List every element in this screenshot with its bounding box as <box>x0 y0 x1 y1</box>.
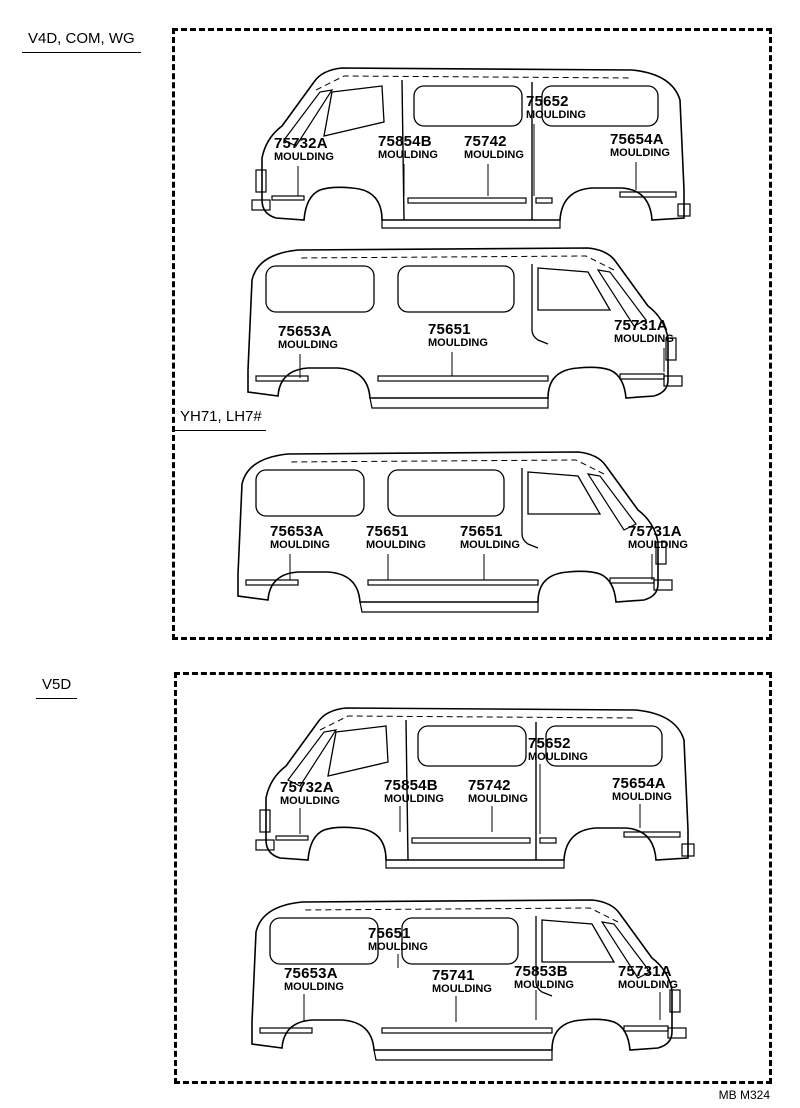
part-name: MOULDING <box>366 539 426 551</box>
part-name: MOULDING <box>614 333 674 345</box>
part-name: MOULDING <box>428 337 488 349</box>
callout: 75854B MOULDING <box>378 134 438 161</box>
callout: 75742 MOULDING <box>464 134 524 161</box>
callout: 75653A MOULDING <box>284 966 344 993</box>
part-number: 75654A <box>610 131 664 148</box>
group-box-v5d <box>174 672 772 1084</box>
callout: 75654A MOULDING <box>610 132 670 159</box>
callout: 75731A MOULDING <box>618 964 678 991</box>
part-number: 75731A <box>628 523 682 540</box>
callout: 75731A MOULDING <box>614 318 674 345</box>
callout: 75742 MOULDING <box>468 778 528 805</box>
part-name: MOULDING <box>528 751 588 763</box>
part-name: MOULDING <box>274 151 334 163</box>
part-number: 75854B <box>378 133 432 150</box>
group-label-text: V4D, COM, WG <box>28 30 135 47</box>
callout: 75652 MOULDING <box>526 94 586 121</box>
group-label-v4d: V4D, COM, WG <box>22 30 141 53</box>
part-name: MOULDING <box>284 981 344 993</box>
part-name: MOULDING <box>612 791 672 803</box>
part-name: MOULDING <box>526 109 586 121</box>
part-name: MOULDING <box>618 979 678 991</box>
part-number: 75742 <box>468 777 511 794</box>
callout: 75653A MOULDING <box>278 324 338 351</box>
part-name: MOULDING <box>464 149 524 161</box>
part-name: MOULDING <box>384 793 444 805</box>
callout: 75732A MOULDING <box>274 136 334 163</box>
part-number: 75742 <box>464 133 507 150</box>
part-name: MOULDING <box>514 979 574 991</box>
callout: 75651 MOULDING <box>366 524 426 551</box>
callout: 75853B MOULDING <box>514 964 574 991</box>
callout: 75854B MOULDING <box>384 778 444 805</box>
group-label-underline <box>22 52 141 53</box>
callout: 75651 MOULDING <box>368 926 428 953</box>
part-number: 75651 <box>368 925 411 942</box>
callout: 75651 MOULDING <box>460 524 520 551</box>
part-number: 75654A <box>612 775 666 792</box>
group-label-underline <box>36 698 78 699</box>
callout: 75731A MOULDING <box>628 524 688 551</box>
part-number: 75853B <box>514 963 568 980</box>
part-number: 75653A <box>278 323 332 340</box>
leader-lines <box>289 124 665 1022</box>
part-number: 75652 <box>528 735 571 752</box>
group-label-text: YH71, LH7# <box>180 408 262 425</box>
part-number: 75732A <box>274 135 328 152</box>
part-name: MOULDING <box>378 149 438 161</box>
part-name: MOULDING <box>368 941 428 953</box>
group-label-yh71: YH71, LH7# <box>172 408 266 431</box>
group-label-underline <box>172 430 266 431</box>
part-name: MOULDING <box>460 539 520 551</box>
part-number: 75653A <box>284 965 338 982</box>
callout: 75741 MOULDING <box>432 968 492 995</box>
group-label-text: V5D <box>42 676 72 693</box>
group-label-v5d: V5D <box>36 676 78 699</box>
callout: 75732A MOULDING <box>280 780 340 807</box>
part-number: 75732A <box>280 779 334 796</box>
part-number: 75651 <box>428 321 471 338</box>
part-name: MOULDING <box>270 539 330 551</box>
part-name: MOULDING <box>610 147 670 159</box>
part-number: 75741 <box>432 967 475 984</box>
figure-code: MB M324 <box>718 1088 770 1102</box>
part-number: 75854B <box>384 777 438 794</box>
part-name: MOULDING <box>278 339 338 351</box>
part-number: 75652 <box>526 93 569 110</box>
part-number: 75651 <box>366 523 409 540</box>
part-name: MOULDING <box>628 539 688 551</box>
part-number: 75653A <box>270 523 324 540</box>
part-name: MOULDING <box>432 983 492 995</box>
group-box-v4d <box>172 28 772 640</box>
part-name: MOULDING <box>280 795 340 807</box>
part-name: MOULDING <box>468 793 528 805</box>
callout: 75652 MOULDING <box>528 736 588 763</box>
part-number: 75731A <box>614 317 668 334</box>
callout: 75651 MOULDING <box>428 322 488 349</box>
callout: 75654A MOULDING <box>612 776 672 803</box>
part-number: 75651 <box>460 523 503 540</box>
callout: 75653A MOULDING <box>270 524 330 551</box>
part-number: 75731A <box>618 963 672 980</box>
